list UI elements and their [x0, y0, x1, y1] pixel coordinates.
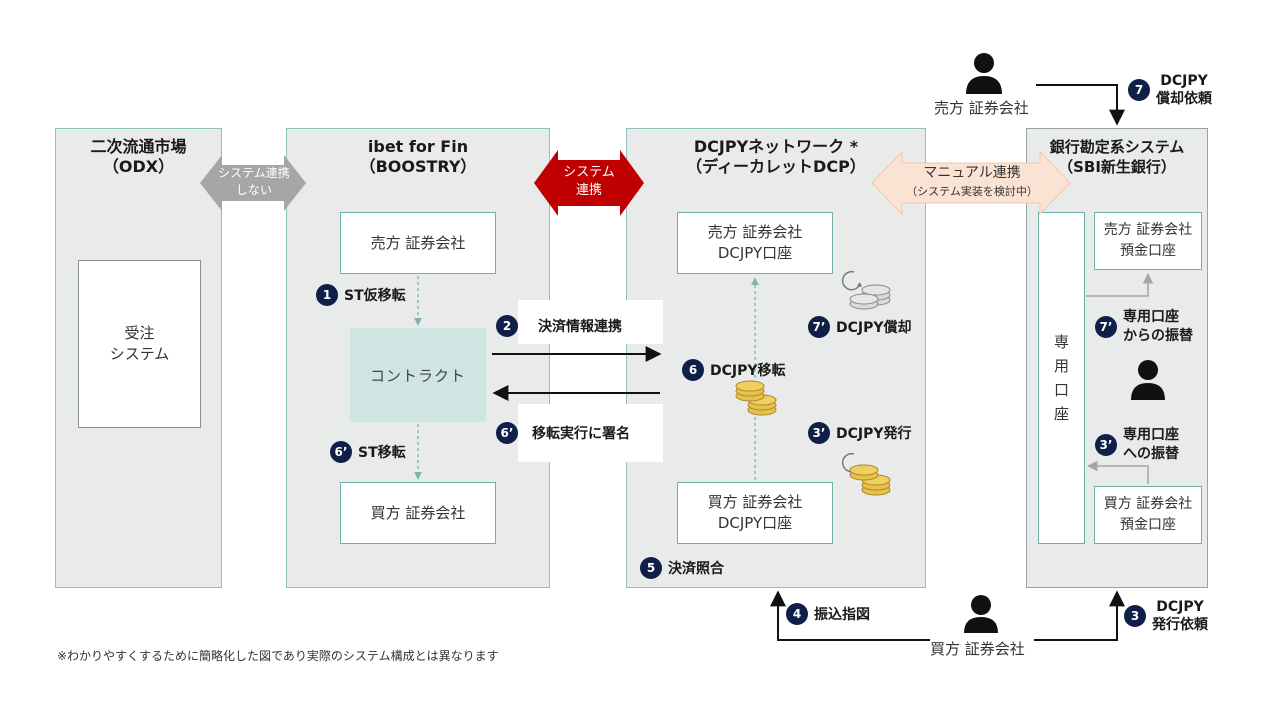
manual-link-connector	[871, 150, 1071, 216]
boostry-title: ibet for Fin （BOOSTRY）	[359, 137, 477, 176]
step-2: 2 決済情報連携	[496, 315, 622, 337]
label-bg-settlement	[518, 300, 663, 344]
dcp-seller-account: 売方 証券会社 DCJPY口座	[677, 212, 833, 274]
step-6: 6 DCJPY移転	[682, 359, 786, 381]
step-badge: 3’	[808, 422, 830, 444]
boostry-seller-box: 売方 証券会社	[340, 212, 496, 274]
bank-title: 銀行勘定系システム （SBI新生銀行）	[1049, 138, 1185, 176]
step-label: DCJPY 償却依頼	[1156, 73, 1212, 107]
step-label: DCJPY償却	[836, 320, 912, 336]
coin-stack-icon-gold	[735, 380, 777, 416]
step-4: 4 振込指図	[786, 603, 870, 625]
step-3: 3 DCJPY 発行依頼	[1124, 598, 1208, 634]
step-badge: 7’	[1095, 316, 1117, 338]
dcp-buyer-account: 買方 証券会社 DCJPY口座	[677, 482, 833, 544]
step-7p-from: 7’ 専用口座 からの振替	[1095, 308, 1193, 346]
person-icon-buyer	[964, 595, 998, 633]
manual-link-sublabel: （システム実装を検討中）	[906, 185, 1038, 198]
step-label: DCJPY発行	[836, 426, 912, 442]
step-label: 移転実行に署名	[532, 426, 630, 442]
step-3p-to: 3’ 専用口座 への振替	[1095, 426, 1179, 464]
step-badge: 6’	[496, 422, 518, 444]
step-badge: 3’	[1095, 434, 1117, 456]
step-5: 5 決済照合	[640, 557, 724, 579]
step-label: ST仮移転	[344, 288, 406, 304]
odx-panel: 二次流通市場 （ODX） 受注 システム	[55, 128, 222, 588]
step-badge: 2	[496, 315, 518, 337]
step-1: 1 ST仮移転	[316, 284, 406, 306]
footnote: ※わかりやすくするために簡略化した図であり実際のシステム構成とは異なります	[57, 649, 499, 663]
step-label: DCJPY移転	[710, 363, 786, 379]
boostry-buyer-box: 買方 証券会社	[340, 482, 496, 544]
dcp-title: DCJPYネットワーク * （ディーカレットDCP）	[686, 137, 866, 176]
person-icon-bank	[1131, 360, 1165, 400]
step-badge: 7	[1128, 79, 1150, 101]
step-badge: 5	[640, 557, 662, 579]
manual-link-label: マニュアル連携	[923, 165, 1021, 181]
step-label: ST移転	[358, 445, 406, 461]
odx-title: 二次流通市場 （ODX）	[90, 137, 187, 176]
step-label: DCJPY 発行依頼	[1152, 599, 1208, 633]
system-link-label: システム 連携	[563, 165, 615, 198]
step-label: 決済照合	[668, 561, 724, 577]
step-label: 専用口座 からの振替	[1123, 309, 1193, 344]
step-label: 決済情報連携	[538, 319, 622, 335]
person-icon-seller	[966, 53, 1002, 94]
step-6p-st: 6’ ST移転	[330, 441, 406, 463]
step-badge: 7’	[808, 316, 830, 338]
step-label: 振込指図	[814, 607, 870, 623]
step-label: 専用口座 への振替	[1123, 427, 1179, 462]
step-badge: 6	[682, 359, 704, 381]
step-7: 7 DCJPY 償却依頼	[1128, 72, 1212, 108]
coin-stack-icon-gold-issue	[841, 452, 891, 496]
step-badge: 3	[1124, 605, 1146, 627]
contract-box: コントラクト	[350, 328, 486, 422]
order-system-box: 受注 システム	[78, 260, 201, 428]
system-link-connector	[534, 150, 644, 216]
coin-stack-icon-grey	[841, 270, 891, 310]
label-bg-sign	[518, 404, 663, 462]
buyer-actor-label: 買方 証券会社	[930, 640, 1025, 658]
step-badge: 6’	[330, 441, 352, 463]
step-badge: 4	[786, 603, 808, 625]
no-link-label: システム連携 しない	[218, 166, 290, 197]
dedicated-account-box: 専 用 口 座	[1038, 212, 1085, 544]
step-6p-sign: 6’ 移転実行に署名	[496, 422, 630, 444]
bank-buyer-deposit: 買方 証券会社 預金口座	[1094, 486, 1202, 544]
step-3p-issue: 3’ DCJPY発行	[808, 422, 912, 444]
bank-seller-deposit: 売方 証券会社 預金口座	[1094, 212, 1202, 270]
step-7p-burn: 7’ DCJPY償却	[808, 316, 912, 338]
no-link-connector	[200, 155, 306, 211]
step-badge: 1	[316, 284, 338, 306]
seller-actor-label: 売方 証券会社	[934, 99, 1029, 117]
